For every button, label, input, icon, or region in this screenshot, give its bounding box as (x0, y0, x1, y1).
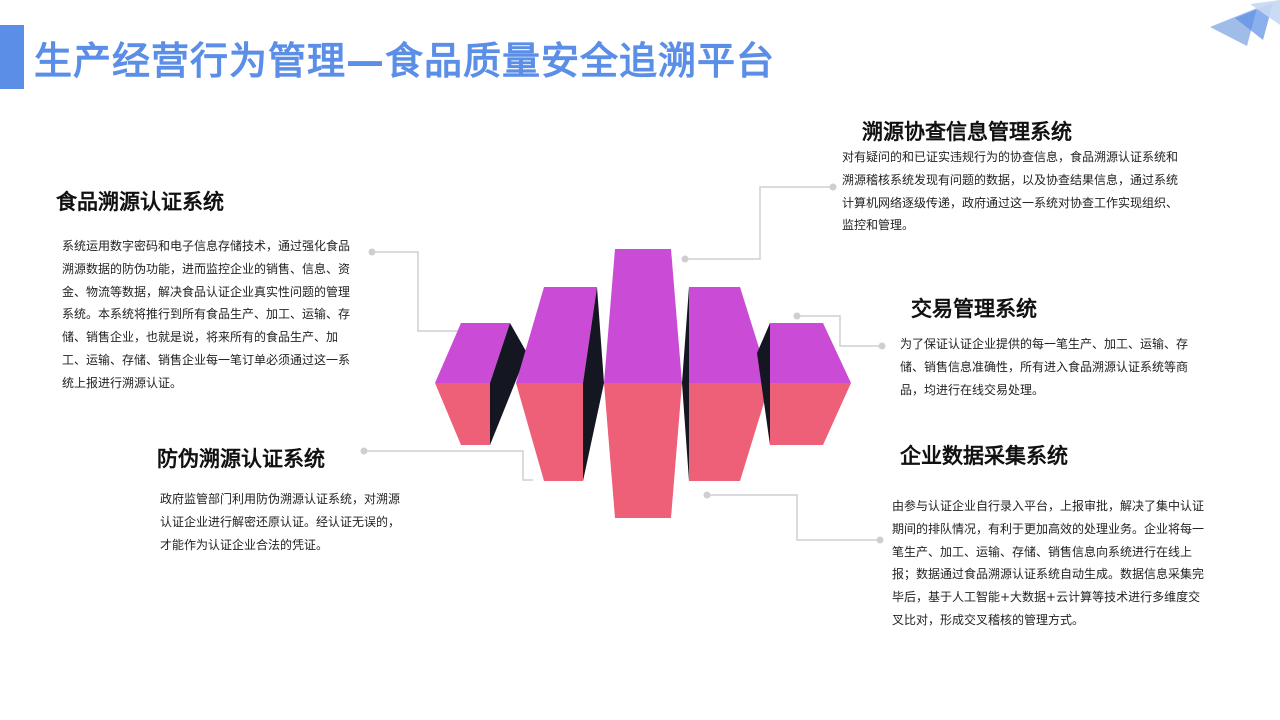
heading-anti-counterfeit: 防伪溯源认证系统 (157, 447, 325, 471)
block-side (682, 287, 689, 481)
block-side (490, 323, 527, 445)
block-side (583, 287, 604, 481)
connector-dot (368, 248, 376, 256)
connector-dot (793, 312, 801, 320)
page-title: 生产经营行为管理—食品质量安全追溯平台 (34, 39, 776, 83)
title-accent-bar (0, 25, 24, 89)
block-front (604, 383, 682, 518)
heading-food-trace-cert: 食品溯源认证系统 (56, 190, 224, 214)
heading-transaction-management: 交易管理系统 (911, 297, 1037, 321)
heading-trace-investigation: 溯源协查信息管理系统 (862, 120, 1072, 144)
connector-dot (360, 447, 368, 455)
connector-dot (829, 183, 837, 191)
text-transaction-management: 为了保证认证企业提供的每一笔生产、加工、运输、存储、销售信息准确性，所有进入食品… (900, 337, 1189, 397)
block-top (689, 287, 770, 383)
block-side (757, 323, 770, 445)
heading-enterprise-data-collection: 企业数据采集系统 (900, 444, 1068, 468)
block-top (516, 287, 597, 383)
block-front (435, 383, 490, 445)
text-food-trace-cert: 系统运用数字密码和电子信息存储技术，通过强化食品溯源数据的防伪功能，进而监控企业… (62, 239, 351, 390)
connector-dot (878, 342, 886, 350)
block-front (689, 383, 770, 481)
block-top (604, 249, 682, 383)
block-front (516, 383, 583, 481)
block-front (770, 383, 851, 445)
block-top (770, 323, 851, 383)
connector-dot (681, 255, 689, 263)
text-enterprise-data-collection: 由参与认证企业自行录入平台，上报审批，解决了集中认证期间的排队情况，有利于更加高… (892, 499, 1205, 627)
block-top (435, 323, 510, 383)
connector-dot (703, 491, 711, 499)
central-block-graphic (435, 249, 851, 518)
corner-decoration (1210, 0, 1280, 46)
connector-dot (876, 536, 884, 544)
text-anti-counterfeit: 政府监管部门利用防伪溯源认证系统，对溯源认证企业进行解密还原认证。经认证无误的，… (160, 492, 401, 552)
text-trace-investigation: 对有疑问的和已证实违规行为的协查信息，食品溯源认证系统和溯源稽核系统发现有问题的… (842, 150, 1179, 233)
